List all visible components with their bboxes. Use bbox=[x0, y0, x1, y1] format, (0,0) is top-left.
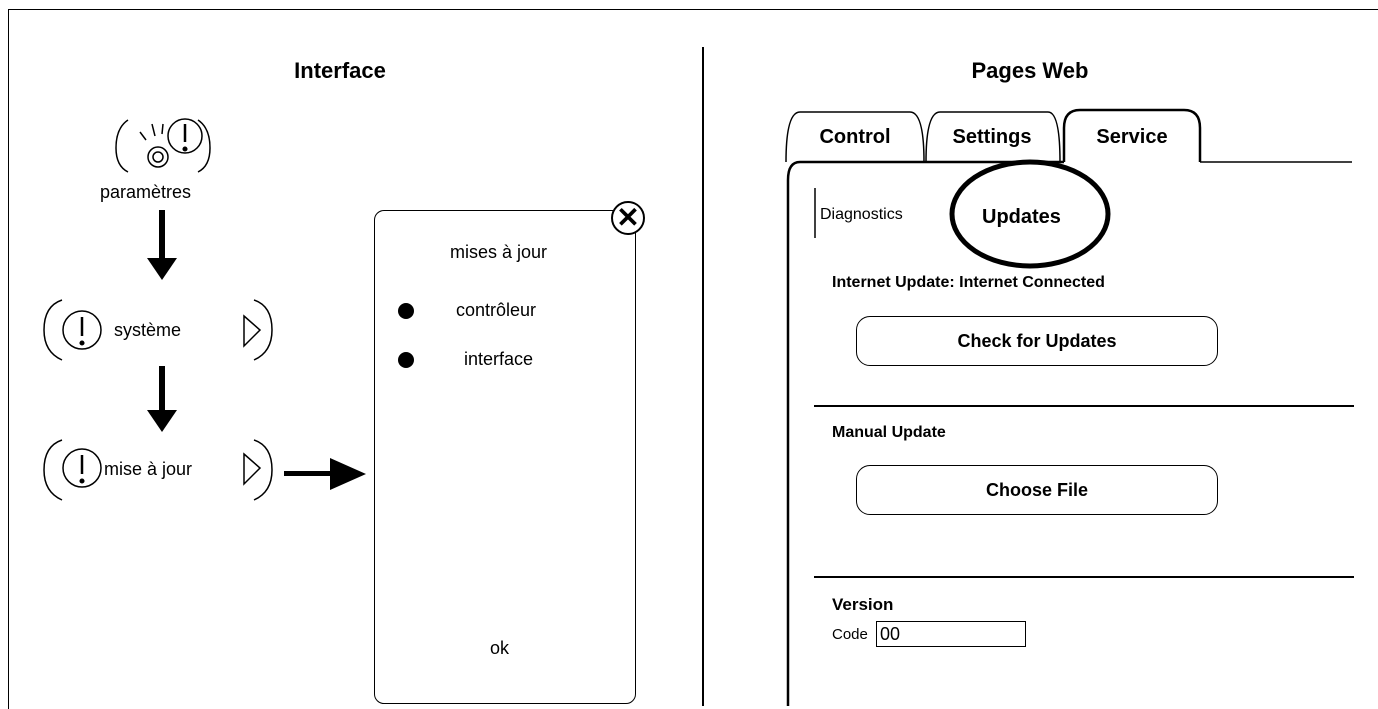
radio-interface[interactable] bbox=[398, 352, 414, 368]
code-field[interactable]: 00 bbox=[876, 621, 1026, 647]
separator-2 bbox=[814, 576, 1354, 578]
tab-service[interactable]: Service bbox=[1096, 126, 1168, 148]
check-updates-button[interactable]: Check for Updates bbox=[856, 316, 1218, 366]
arrow-down-2 bbox=[147, 366, 177, 432]
tab-control[interactable]: Control bbox=[819, 126, 891, 148]
tab-settings[interactable]: Settings bbox=[952, 126, 1032, 148]
option-controleur[interactable]: contrôleur bbox=[456, 300, 537, 320]
arrow-down-1 bbox=[147, 210, 177, 280]
arrow-right bbox=[284, 458, 366, 490]
section-divider bbox=[702, 47, 704, 706]
settings-label[interactable]: paramètres bbox=[100, 182, 192, 202]
update-row-shape bbox=[43, 439, 273, 501]
subtab-diagnostics[interactable]: Diagnostics bbox=[820, 206, 903, 223]
interface-title: Interface bbox=[294, 58, 386, 83]
radio-controleur[interactable] bbox=[398, 303, 414, 319]
manual-update-label: Manual Update bbox=[832, 424, 946, 441]
system-label[interactable]: système bbox=[114, 320, 182, 340]
diagram-frame bbox=[8, 9, 1378, 709]
code-label: Code bbox=[832, 626, 868, 643]
update-label[interactable]: mise à jour bbox=[104, 459, 193, 479]
system-row-shape bbox=[43, 299, 273, 361]
version-label: Version bbox=[832, 595, 894, 614]
choose-file-button[interactable]: Choose File bbox=[856, 465, 1218, 515]
settings-icon bbox=[115, 118, 211, 173]
web-tabs-shape bbox=[785, 108, 1352, 706]
ok-button[interactable]: ok bbox=[490, 638, 510, 658]
updates-dialog bbox=[374, 210, 636, 704]
highlight-ellipse bbox=[949, 159, 1111, 269]
separator-1 bbox=[814, 405, 1354, 407]
subtab-updates[interactable]: Updates bbox=[982, 206, 1061, 228]
web-title: Pages Web bbox=[971, 58, 1089, 83]
close-icon[interactable]: ✕ bbox=[611, 201, 645, 235]
option-interface[interactable]: interface bbox=[464, 349, 534, 369]
internet-update-label: Internet Update: Internet Connected bbox=[832, 274, 1105, 291]
dialog-title: mises à jour bbox=[450, 242, 548, 262]
